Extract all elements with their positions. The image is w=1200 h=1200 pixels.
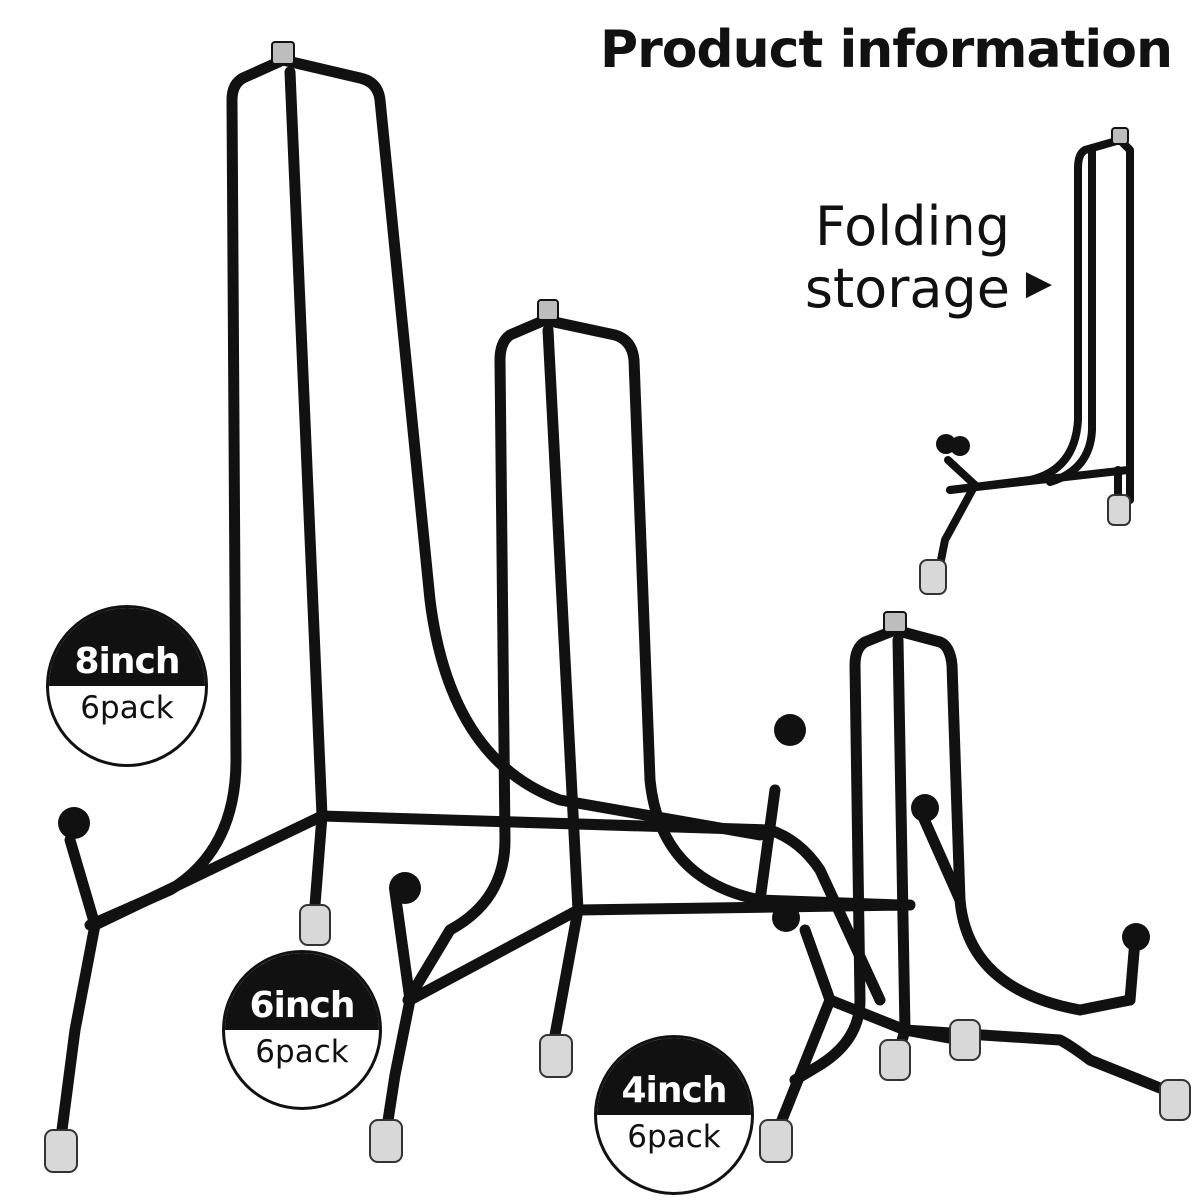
badge-size-label: 8inch xyxy=(49,608,205,686)
stand-6inch xyxy=(379,314,916,1146)
size-badge-4inch: 4inch 6pack xyxy=(594,1035,754,1195)
folding-storage-callout: Folding storage ▶ xyxy=(730,195,1052,320)
folding-label-line1: Folding xyxy=(815,195,1010,258)
size-badge-6inch: 6inch 6pack xyxy=(222,950,382,1110)
folding-label-line2: storage xyxy=(804,257,1010,320)
arrow-right-icon: ▶ xyxy=(1025,263,1052,303)
badge-pack-label: 6pack xyxy=(80,690,174,726)
ball-tips xyxy=(58,434,1150,951)
screws xyxy=(271,41,1129,633)
page-title: Product information xyxy=(599,20,1173,80)
badge-size-label: 6inch xyxy=(225,953,379,1030)
size-badge-8inch: 8inch 6pack xyxy=(46,605,208,767)
badge-pack-label: 6pack xyxy=(255,1034,349,1070)
foot-caps xyxy=(44,494,1191,1173)
badge-pack-label: 6pack xyxy=(627,1119,721,1155)
stand-4inch xyxy=(774,624,1171,1131)
badge-size-label: 4inch xyxy=(597,1038,751,1115)
